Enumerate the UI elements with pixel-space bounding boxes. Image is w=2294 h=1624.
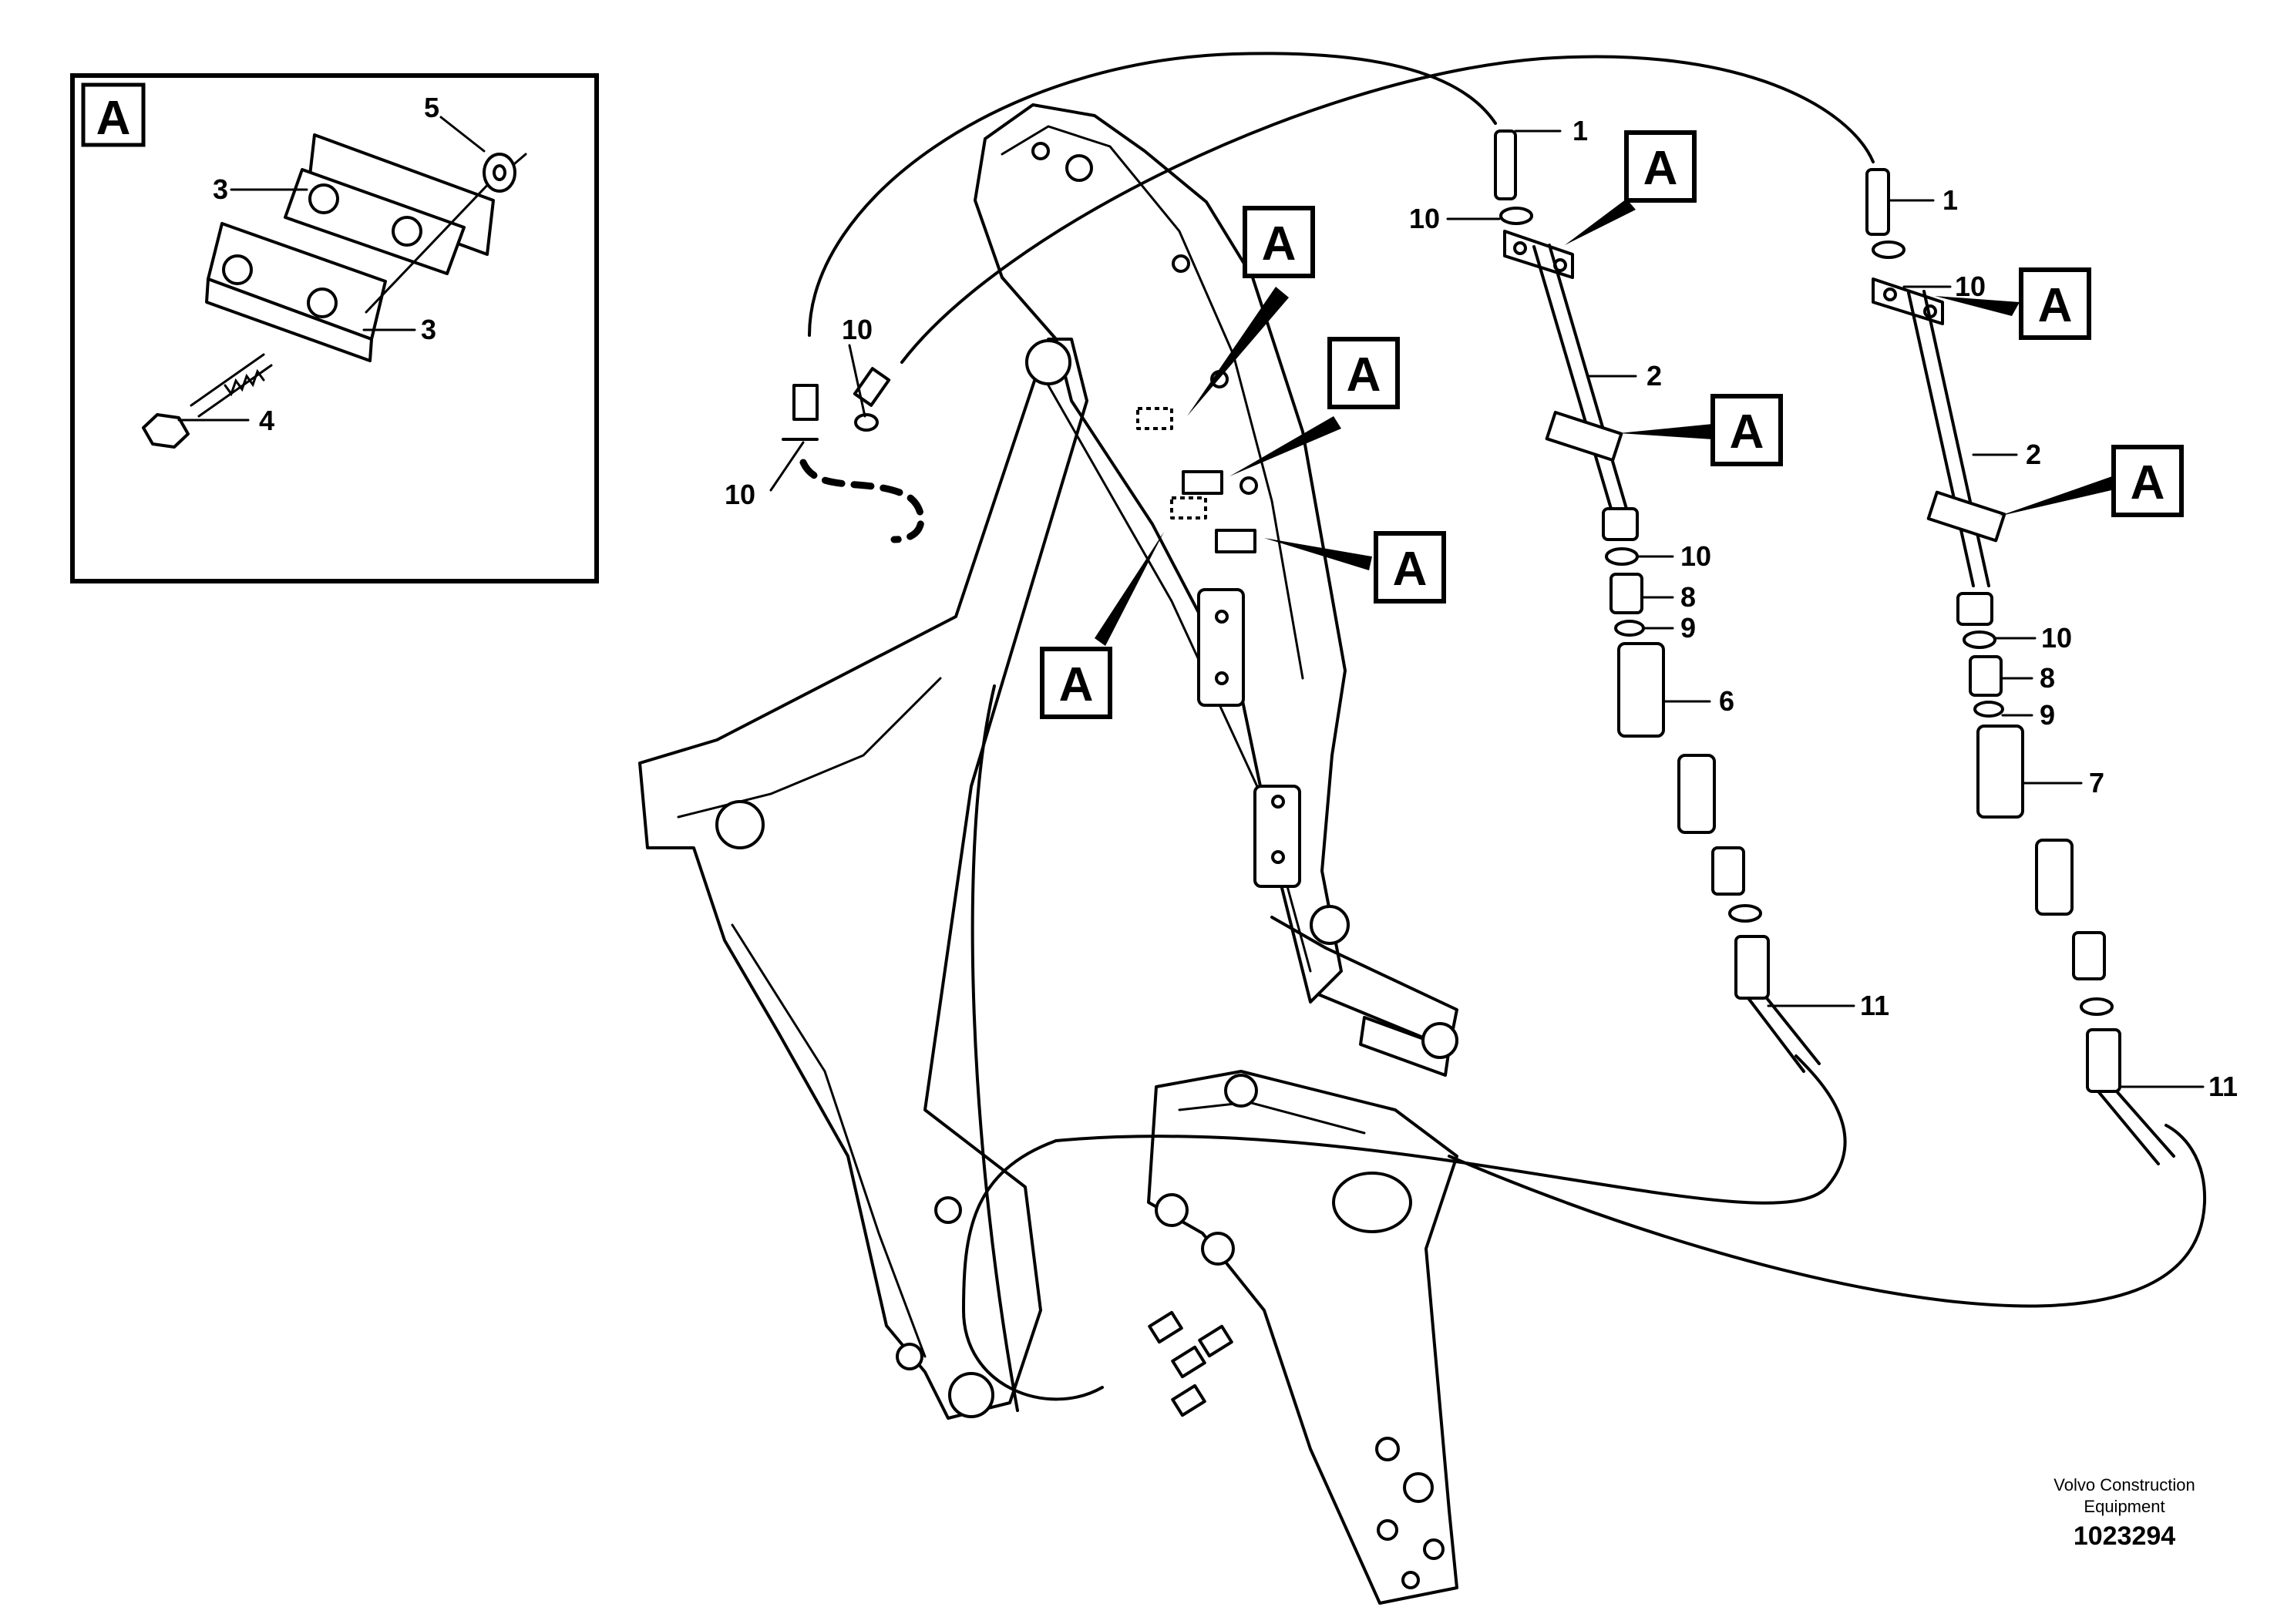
reference-markers: A A A A A A A A — [1040, 130, 2184, 719]
callout-b1-6: 6 — [1719, 685, 1734, 717]
detail-label-4: 4 — [259, 405, 274, 436]
clamp-plate-upper — [284, 133, 495, 275]
pipe-end-1 — [1602, 507, 1639, 541]
marker-arrow-2 — [1229, 416, 1341, 476]
callout-numbers: 10 10 1 10 2 10 8 9 6 11 1 10 2 10 8 9 7… — [725, 115, 2238, 1102]
marker-7-letter: A — [2038, 279, 2073, 332]
publisher-line-2: Equipment — [2084, 1497, 2164, 1516]
clamp-half-lower — [205, 222, 387, 362]
marker-arrow-4 — [1095, 532, 1164, 646]
callout-b2-8: 8 — [2040, 662, 2055, 694]
callout-left-10-upper: 10 — [842, 314, 873, 345]
hose-end-1 — [1494, 129, 1517, 200]
coupling-6 — [1617, 642, 1665, 738]
callout-b2-10-lower: 10 — [2041, 622, 2072, 654]
marker-arrow-1 — [1187, 287, 1289, 416]
oring-9a — [1614, 620, 1645, 637]
marker-3-letter: A — [1393, 543, 1428, 596]
left-oring — [854, 413, 879, 432]
publisher-stamp: Volvo Construction Equipment 1023294 — [2054, 1475, 2195, 1551]
callout-b1-11: 11 — [1860, 990, 1889, 1021]
publisher-line-1: Volvo Construction — [2054, 1475, 2195, 1495]
hose-end-2 — [1865, 168, 1890, 236]
callout-b2-2: 2 — [2026, 439, 2041, 470]
callout-b2-10-upper: 10 — [1955, 271, 1986, 302]
callout-leaders — [769, 129, 2205, 1088]
hose-end-11b — [2086, 1028, 2121, 1093]
oring-1b — [1605, 547, 1639, 566]
oring-9b — [1973, 701, 2004, 718]
pipe-end-2 — [1956, 592, 1993, 626]
hidden-hose-dashed — [799, 459, 925, 543]
callout-b2-11: 11 — [2208, 1071, 2238, 1102]
marker-arrow-6 — [1619, 424, 1713, 439]
marker-arrow-8 — [1998, 476, 2118, 516]
adapter-8a — [1610, 573, 1643, 614]
detail-label-5: 5 — [424, 92, 439, 123]
callout-b1-2: 2 — [1646, 360, 1662, 392]
callout-b1-1: 1 — [1572, 115, 1588, 146]
marker-arrow-3 — [1264, 538, 1372, 570]
washer — [483, 153, 527, 193]
bolt — [142, 353, 273, 449]
boom-assembly — [638, 103, 1458, 1605]
detail-a-inset: A — [70, 73, 599, 583]
callout-b1-9: 9 — [1680, 612, 1696, 644]
callout-b1-8: 8 — [1680, 581, 1696, 613]
leader-5 — [439, 116, 486, 153]
marker-arrow-5 — [1565, 199, 1636, 245]
callout-b1-10-upper: 10 — [1409, 203, 1440, 234]
marker-6-letter: A — [1730, 405, 1764, 459]
left-fitting-2 — [853, 367, 891, 407]
detail-label-3-lower: 3 — [421, 314, 436, 345]
marker-1-letter: A — [1262, 217, 1297, 271]
hose-end-11a — [1734, 935, 1770, 1000]
marker-5-letter: A — [1643, 142, 1678, 195]
branch-2-parts — [1865, 168, 2175, 1165]
marker-arrow-7 — [1935, 296, 2020, 316]
oring-2b — [1963, 630, 1996, 649]
coupling-7 — [1976, 725, 2024, 819]
hose-lines — [782, 52, 2207, 1412]
marker-2-letter: A — [1347, 348, 1381, 402]
detail-a-letter: A — [96, 92, 131, 145]
callout-b2-7: 7 — [2089, 767, 2104, 799]
callout-b1-10-lower: 10 — [1680, 540, 1711, 572]
oring-1a — [1499, 207, 1533, 225]
drawing-number: 1023294 — [2074, 1521, 2175, 1551]
bolt-axis — [365, 177, 495, 314]
oring-2a — [1872, 240, 1906, 259]
adapter-8b — [1969, 655, 2003, 697]
detail-label-3-upper: 3 — [213, 173, 228, 205]
marker-8-letter: A — [2131, 456, 2165, 509]
branch-1-parts — [1494, 129, 1821, 1073]
left-fitting-1 — [792, 384, 819, 421]
marker-4-letter: A — [1059, 658, 1094, 711]
callout-left-10-lower: 10 — [725, 479, 755, 510]
callout-b2-9: 9 — [2040, 699, 2055, 731]
callout-b2-1: 1 — [1942, 184, 1958, 216]
